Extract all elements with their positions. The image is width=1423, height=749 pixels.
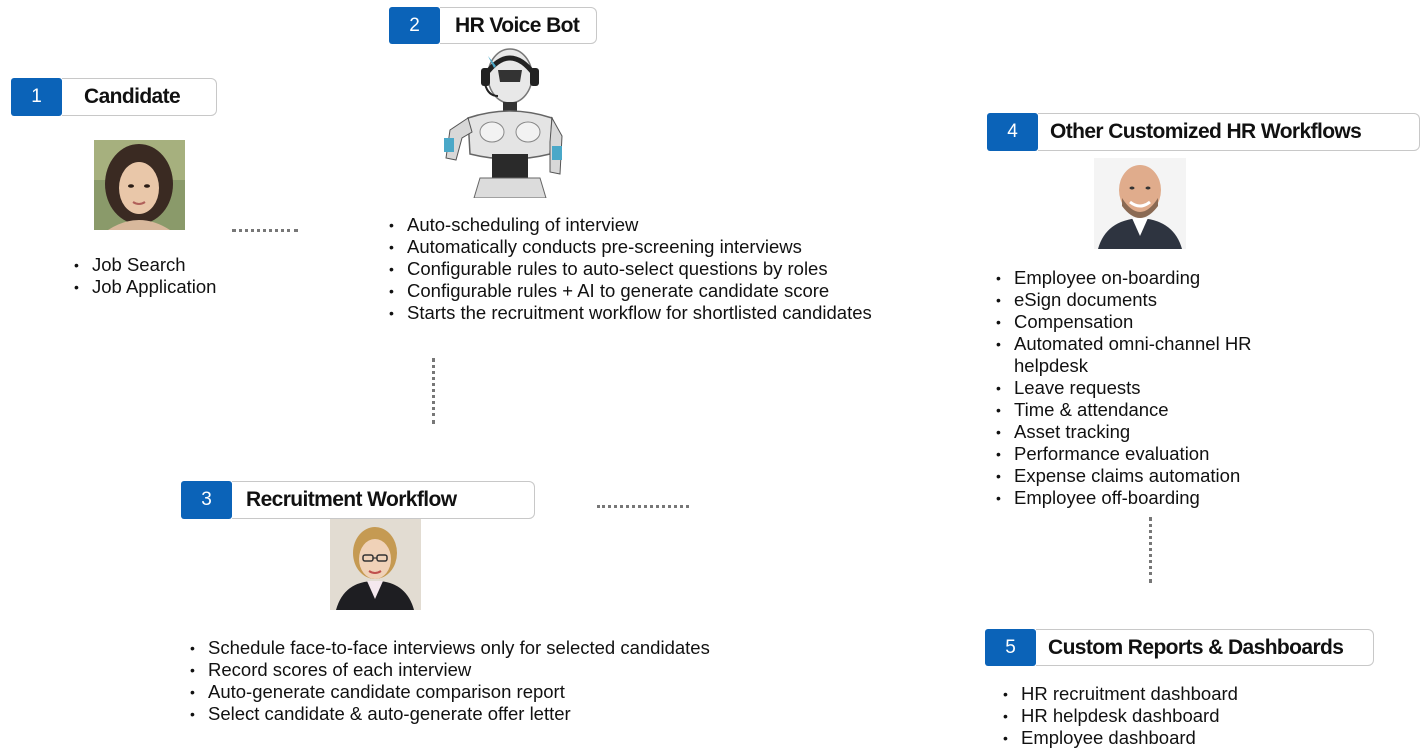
- list-item: Starts the recruitment workflow for shor…: [385, 302, 872, 324]
- list-item: HR recruitment dashboard: [999, 683, 1238, 705]
- step-4-header: 4 Other Customized HR Workflows: [987, 113, 1420, 151]
- list-item: Auto-scheduling of interview: [385, 214, 872, 236]
- step-3-list: Schedule face-to-face interviews only fo…: [186, 637, 710, 725]
- step-5-list: HR recruitment dashboard HR helpdesk das…: [999, 683, 1238, 749]
- list-item: Compensation: [992, 311, 1269, 333]
- list-item: Automated omni-channel HR helpdesk: [992, 333, 1269, 377]
- step-1-header: 1 Candidate: [11, 78, 217, 116]
- step-2-title: HR Voice Bot: [440, 7, 597, 44]
- list-item: Time & attendance: [992, 399, 1269, 421]
- connector-4-5: [1149, 517, 1152, 583]
- step-1-number-badge: 1: [11, 78, 62, 116]
- step-4-title: Other Customized HR Workflows: [1038, 113, 1420, 151]
- list-item: Performance evaluation: [992, 443, 1269, 465]
- step-5-title: Custom Reports & Dashboards: [1036, 629, 1374, 666]
- step-3-header: 3 Recruitment Workflow: [181, 481, 535, 519]
- list-item: Record scores of each interview: [186, 659, 710, 681]
- list-item: Automatically conducts pre-screening int…: [385, 236, 872, 258]
- connector-2-3: [432, 358, 435, 424]
- employee-photo-icon: [1094, 158, 1186, 249]
- list-item: Job Search: [70, 254, 216, 276]
- step-3-number-badge: 3: [181, 481, 232, 519]
- robot-icon: [440, 46, 565, 198]
- list-item: Expense claims automation: [992, 465, 1269, 487]
- step-5-number-badge: 5: [985, 629, 1036, 666]
- step-4-list: Employee on-boarding eSign documents Com…: [992, 267, 1269, 509]
- list-item: Schedule face-to-face interviews only fo…: [186, 637, 710, 659]
- step-1-title: Candidate: [62, 78, 217, 116]
- list-item: Auto-generate candidate comparison repor…: [186, 681, 710, 703]
- list-item: Configurable rules to auto-select questi…: [385, 258, 872, 280]
- list-item: Employee dashboard: [999, 727, 1238, 749]
- step-4-number-badge: 4: [987, 113, 1038, 151]
- list-item: Leave requests: [992, 377, 1269, 399]
- list-item: Employee off-boarding: [992, 487, 1269, 509]
- recruiter-photo-icon: [330, 519, 421, 610]
- candidate-photo-icon: [94, 140, 185, 230]
- connector-1-2: [232, 229, 298, 232]
- list-item: Asset tracking: [992, 421, 1269, 443]
- step-3-title: Recruitment Workflow: [232, 481, 535, 519]
- step-2-list: Auto-scheduling of interview Automatical…: [385, 214, 872, 324]
- list-item: Select candidate & auto-generate offer l…: [186, 703, 710, 725]
- list-item: Employee on-boarding: [992, 267, 1269, 289]
- step-1-list: Job Search Job Application: [70, 254, 216, 298]
- step-2-number-badge: 2: [389, 7, 440, 44]
- list-item: eSign documents: [992, 289, 1269, 311]
- step-5-header: 5 Custom Reports & Dashboards: [985, 629, 1374, 666]
- step-2-header: 2 HR Voice Bot: [389, 7, 597, 44]
- list-item: Job Application: [70, 276, 216, 298]
- connector-3-4: [597, 505, 689, 508]
- list-item: Configurable rules + AI to generate cand…: [385, 280, 872, 302]
- list-item: HR helpdesk dashboard: [999, 705, 1238, 727]
